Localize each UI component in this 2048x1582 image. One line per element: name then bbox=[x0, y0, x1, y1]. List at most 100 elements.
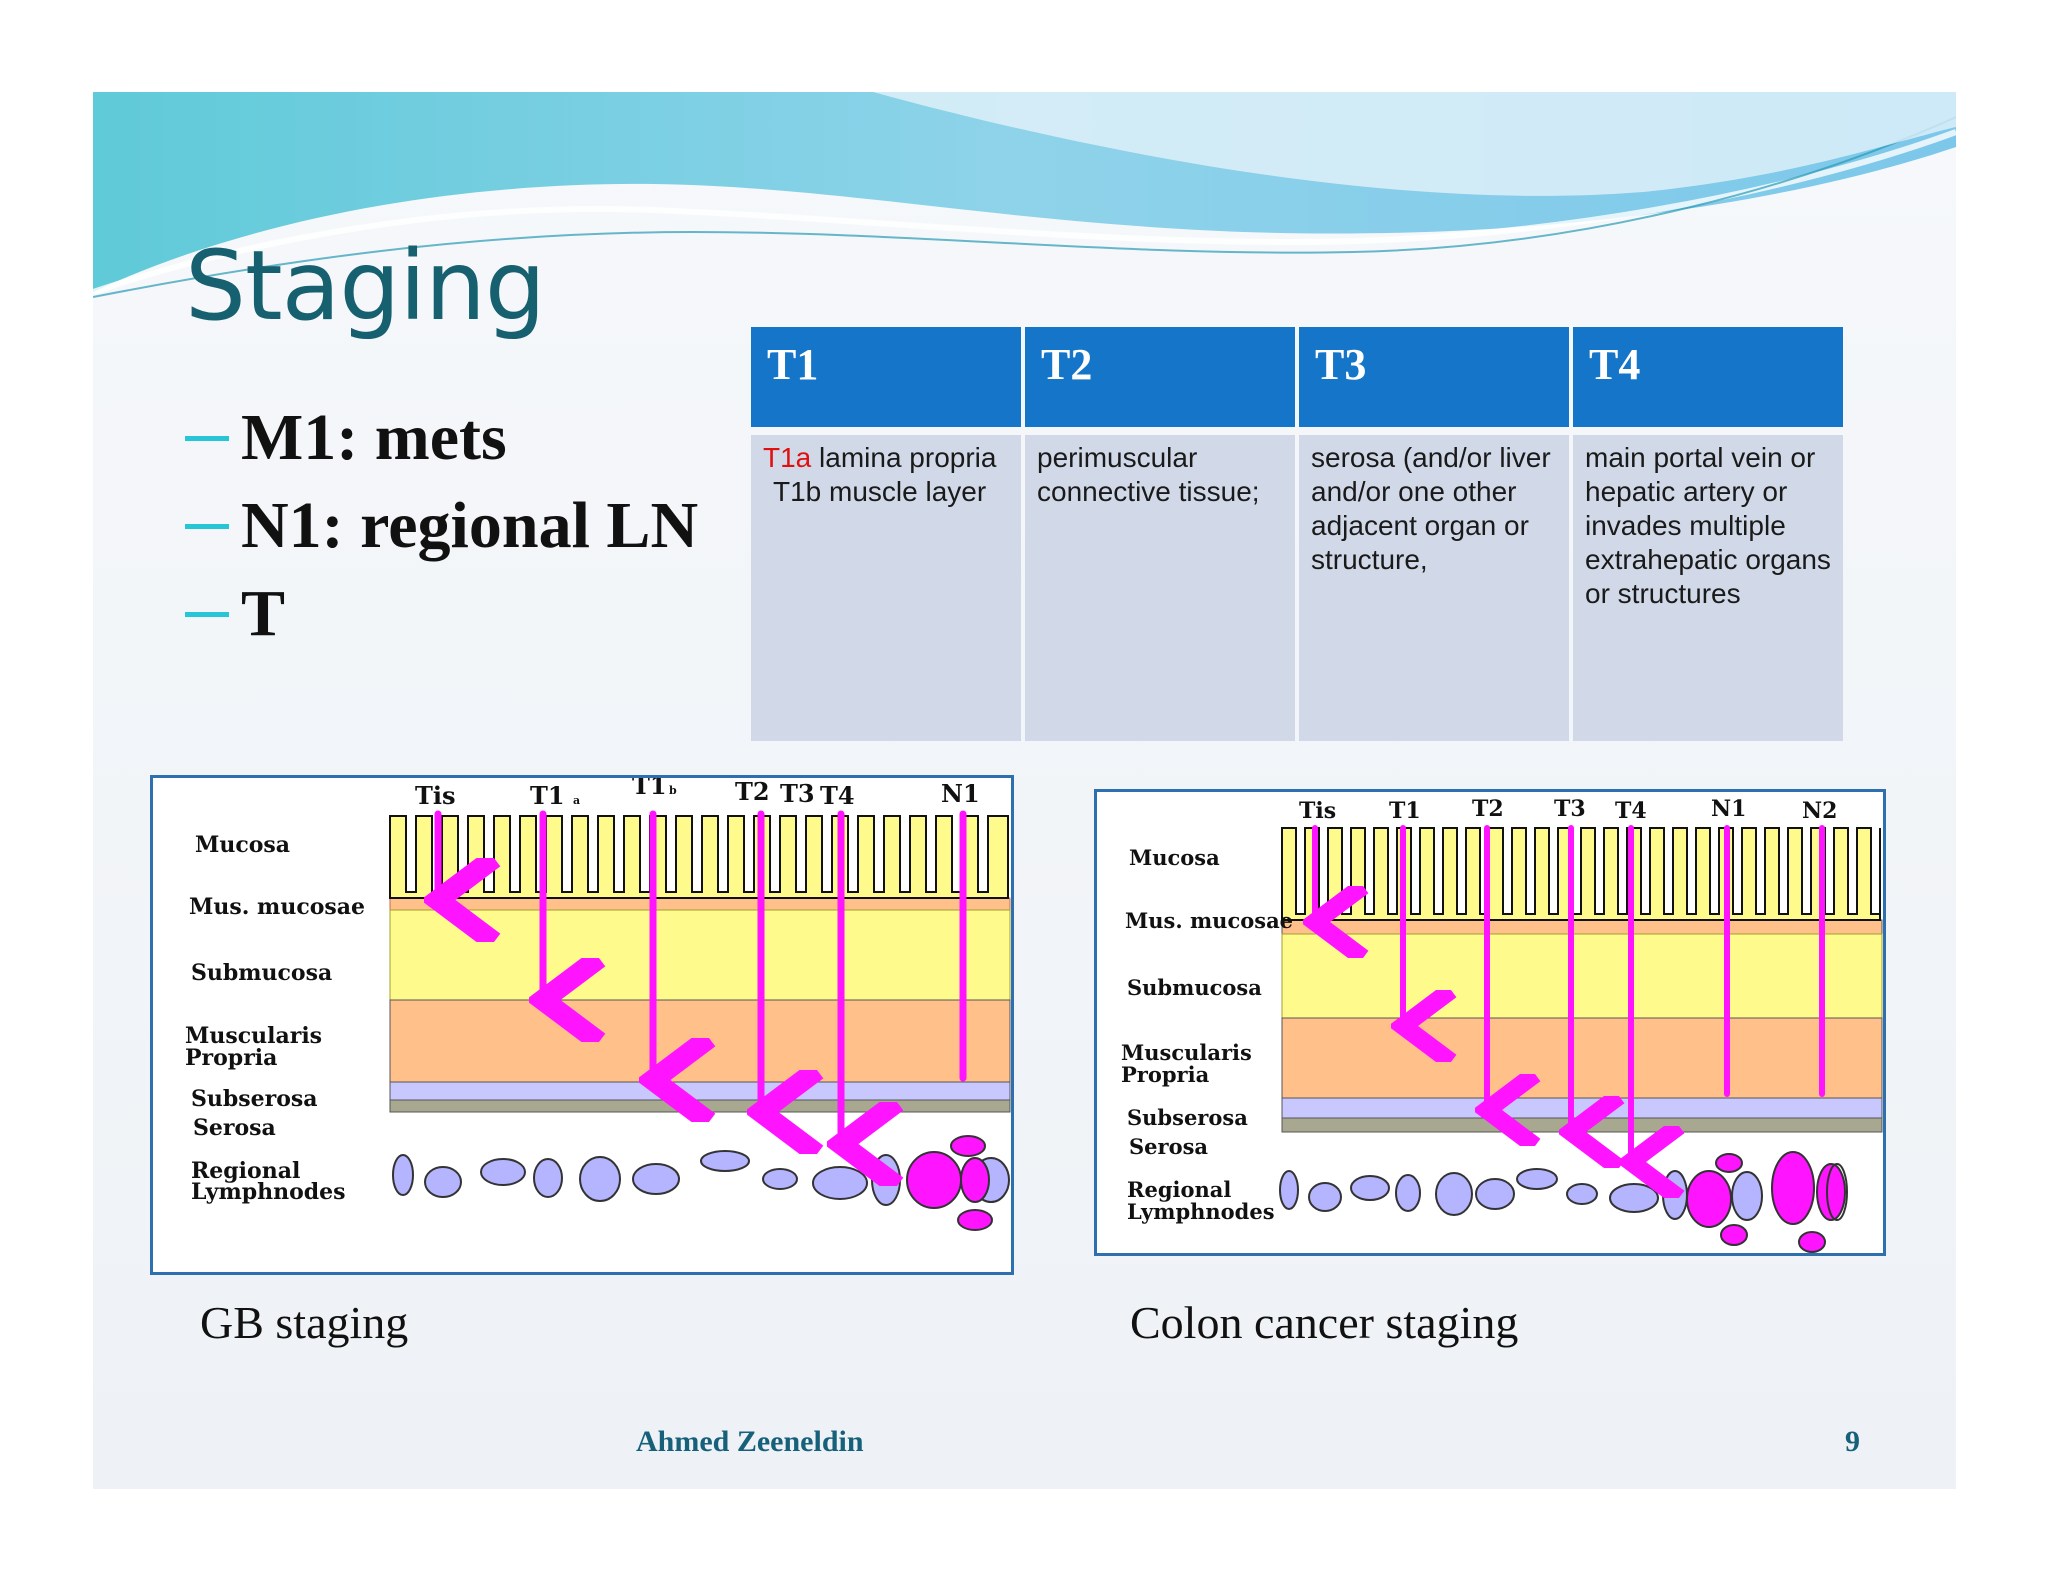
bullet-dash bbox=[185, 523, 229, 529]
stage-label-t2: T2 bbox=[735, 778, 770, 806]
lymph-node bbox=[700, 1150, 750, 1172]
metastatic-lymph-node bbox=[950, 1135, 986, 1157]
node-outline bbox=[1826, 1163, 1848, 1221]
lymph-node bbox=[1279, 1170, 1299, 1210]
layer-label-muscularis: Muscularis bbox=[185, 1023, 322, 1049]
footer-page-number: 9 bbox=[1845, 1425, 1860, 1458]
metastatic-lymph-node bbox=[1686, 1170, 1732, 1228]
bullet-item: T bbox=[185, 570, 698, 658]
lymph-node bbox=[632, 1163, 680, 1195]
serosa-layer bbox=[1281, 1117, 1883, 1133]
lymph-node bbox=[1308, 1182, 1342, 1212]
subserosa-layer bbox=[389, 1081, 1011, 1101]
lymph-node bbox=[1475, 1178, 1515, 1210]
layer-label-mucosa: Mucosa bbox=[195, 832, 290, 858]
stage-label-t3: T3 bbox=[780, 779, 815, 808]
lymph-node bbox=[1350, 1175, 1390, 1201]
mucosa-villi bbox=[389, 815, 1009, 899]
bullet-dash bbox=[185, 435, 229, 441]
metastatic-lymph-node bbox=[1771, 1151, 1815, 1225]
gb-diagram-svg: Tis T1 a T1 b T2 T3 T4 N1 Mucosa Mus. mu… bbox=[185, 778, 1011, 1231]
layer-label-subserosa: Subserosa bbox=[1127, 1105, 1248, 1130]
stage-label-t1: T1 bbox=[1389, 798, 1421, 824]
stage-label-n1: N1 bbox=[941, 779, 980, 808]
bullet-list: M1: mets N1: regional LN T bbox=[185, 394, 698, 658]
bullet-dash bbox=[185, 611, 229, 617]
stage-label-t3: T3 bbox=[1554, 796, 1586, 822]
bullet-text: N1: regional LN bbox=[241, 489, 699, 562]
gb-staging-diagram: Tis T1 a T1 b T2 T3 T4 N1 Mucosa Mus. mu… bbox=[150, 775, 1014, 1275]
serosa-layer bbox=[389, 1099, 1011, 1113]
stage-label-n2: N2 bbox=[1802, 798, 1837, 824]
cell-t2: perimuscular connective tissue; bbox=[1025, 435, 1295, 741]
lymph-node bbox=[1662, 1170, 1688, 1220]
layer-label-lymphnodes: Lymphnodes bbox=[1127, 1199, 1275, 1224]
t1a-text: lamina propria bbox=[811, 442, 997, 473]
table-row: T1a lamina propria T1b muscle layer peri… bbox=[751, 435, 1843, 741]
lymph-node bbox=[871, 1154, 901, 1206]
mus-mucosae-layer bbox=[389, 897, 1011, 911]
stage-label-t2: T2 bbox=[1472, 796, 1504, 822]
layer-label-muscularis: Muscularis bbox=[1121, 1040, 1252, 1065]
villi-outline bbox=[389, 815, 1009, 899]
stage-label-t4: T4 bbox=[1615, 798, 1647, 824]
mus-mucosae-layer bbox=[1281, 919, 1883, 935]
muscularis-layer bbox=[389, 999, 1011, 1083]
wave-banner bbox=[93, 92, 1956, 298]
submucosa-layer bbox=[389, 909, 1011, 1001]
bullet-item: N1: regional LN bbox=[185, 482, 698, 570]
layer-label-submucosa: Submucosa bbox=[1127, 975, 1262, 1000]
lymph-node bbox=[424, 1166, 462, 1198]
mucosa-villi bbox=[1281, 827, 1881, 921]
layer-label-serosa: Serosa bbox=[193, 1115, 276, 1141]
stage-label-tis: Tis bbox=[1299, 798, 1336, 824]
metastatic-lymph-node bbox=[1816, 1163, 1846, 1221]
t1b-line: T1b muscle layer bbox=[773, 476, 987, 507]
stage-label-t1a-sub: a bbox=[573, 794, 580, 807]
layer-label-regional: Regional bbox=[191, 1158, 300, 1184]
lymph-node bbox=[1435, 1172, 1473, 1216]
gb-caption: GB staging bbox=[200, 1297, 409, 1348]
lymph-node bbox=[1395, 1174, 1421, 1212]
cell-t1: T1a lamina propria T1b muscle layer bbox=[751, 435, 1021, 741]
header-t3: T3 bbox=[1299, 327, 1569, 435]
layer-label-propria: Propria bbox=[1121, 1062, 1210, 1087]
header-t2: T2 bbox=[1025, 327, 1295, 435]
layer-label-mucosa: Mucosa bbox=[1129, 845, 1220, 870]
lymph-node bbox=[579, 1156, 621, 1202]
slide-title: Staging bbox=[185, 230, 546, 342]
layer-label-regional: Regional bbox=[1127, 1177, 1231, 1202]
lymph-node bbox=[533, 1158, 563, 1198]
metastatic-lymph-node bbox=[1720, 1224, 1748, 1246]
metastatic-lymph-node bbox=[1798, 1231, 1826, 1253]
header-t4: T4 bbox=[1573, 327, 1843, 435]
stage-label-t1b-sub: b bbox=[669, 784, 677, 797]
submucosa-layer bbox=[1281, 933, 1883, 1019]
layer-label-serosa: Serosa bbox=[1129, 1134, 1208, 1159]
stage-label-t4: T4 bbox=[820, 781, 855, 810]
footer-author: Ahmed Zeeneldin bbox=[636, 1425, 864, 1458]
lymph-node bbox=[1516, 1168, 1558, 1190]
metastatic-lymph-node bbox=[960, 1157, 990, 1203]
lymph-node bbox=[1566, 1183, 1598, 1205]
stage-label-t1b: T1 bbox=[632, 778, 667, 800]
bullet-item: M1: mets bbox=[185, 394, 698, 482]
layer-label-submucosa: Submucosa bbox=[191, 960, 332, 986]
layer-label-lymphnodes: Lymphnodes bbox=[191, 1179, 346, 1205]
layer-label-mus-mucosae: Mus. mucosae bbox=[189, 894, 365, 920]
t1a-line: T1a lamina propria bbox=[763, 441, 1011, 475]
lymph-node bbox=[392, 1154, 414, 1196]
colon-staging-diagram: Tis T1 T2 T3 T4 N1 N2 Mucosa Mus. mucosa… bbox=[1094, 789, 1886, 1256]
colon-diagram-svg: Tis T1 T2 T3 T4 N1 N2 Mucosa Mus. mucosa… bbox=[1121, 796, 1883, 1253]
villi-outline bbox=[1281, 827, 1881, 921]
metastatic-lymph-node bbox=[1715, 1153, 1743, 1173]
slide: Staging M1: mets N1: regional LN T T1 T2… bbox=[93, 92, 1956, 1489]
lymph-node bbox=[1731, 1171, 1763, 1221]
lymph-node bbox=[812, 1166, 868, 1200]
stage-label-tis: Tis bbox=[415, 781, 456, 810]
subserosa-layer bbox=[1281, 1097, 1883, 1119]
bullet-text: M1: mets bbox=[241, 401, 507, 474]
lymph-node bbox=[1609, 1183, 1659, 1213]
cell-t4: main portal vein or hepatic artery or in… bbox=[1573, 435, 1843, 741]
stage-label-t1a: T1 bbox=[530, 781, 565, 810]
